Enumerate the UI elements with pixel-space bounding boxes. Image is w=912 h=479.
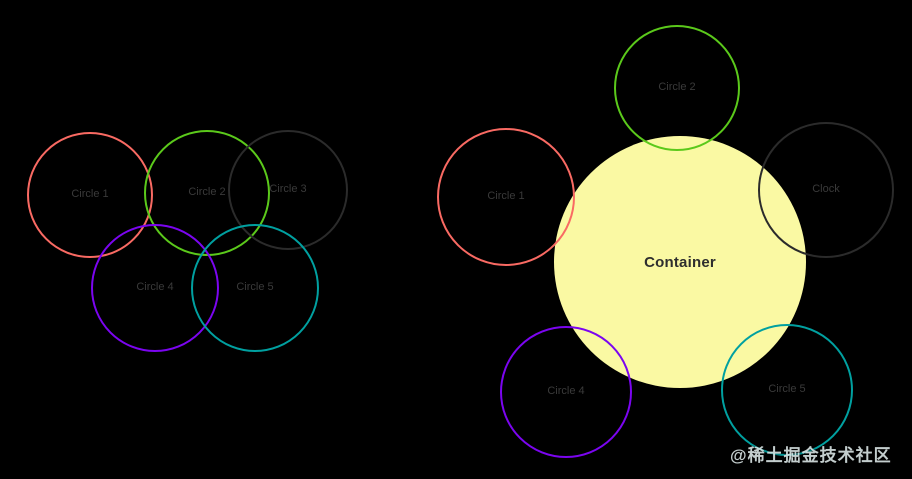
circle-label: Circle 1 xyxy=(71,188,109,201)
circle-label: Circle 4 xyxy=(136,281,174,294)
circle-label: Clock xyxy=(812,183,840,196)
right-diagram: Container Circle 2 Circle 1 Clock Circle… xyxy=(420,0,912,479)
watermark: @稀土掘金技术社区 xyxy=(730,446,892,465)
circle-label: Circle 3 xyxy=(269,183,307,196)
circle-label: Circle 5 xyxy=(768,383,806,396)
circle-label: Circle 2 xyxy=(658,81,696,94)
container-label: Container xyxy=(644,253,716,271)
left-diagram: Circle 1 Circle 2 Circle 3 Circle 4 Circ… xyxy=(0,0,420,479)
circle-purple-right: Circle 4 xyxy=(500,326,632,458)
circle-label: Circle 5 xyxy=(236,281,274,294)
circle-dark-right: Clock xyxy=(758,122,894,258)
circle-teal-left: Circle 5 xyxy=(191,224,319,352)
circle-label: Circle 2 xyxy=(188,186,226,199)
circle-red-right: Circle 1 xyxy=(437,128,575,266)
circle-teal-right: Circle 5 xyxy=(721,324,853,456)
circle-green-right: Circle 2 xyxy=(614,25,740,151)
circle-label: Circle 4 xyxy=(547,385,585,398)
circle-label: Circle 1 xyxy=(487,190,525,203)
